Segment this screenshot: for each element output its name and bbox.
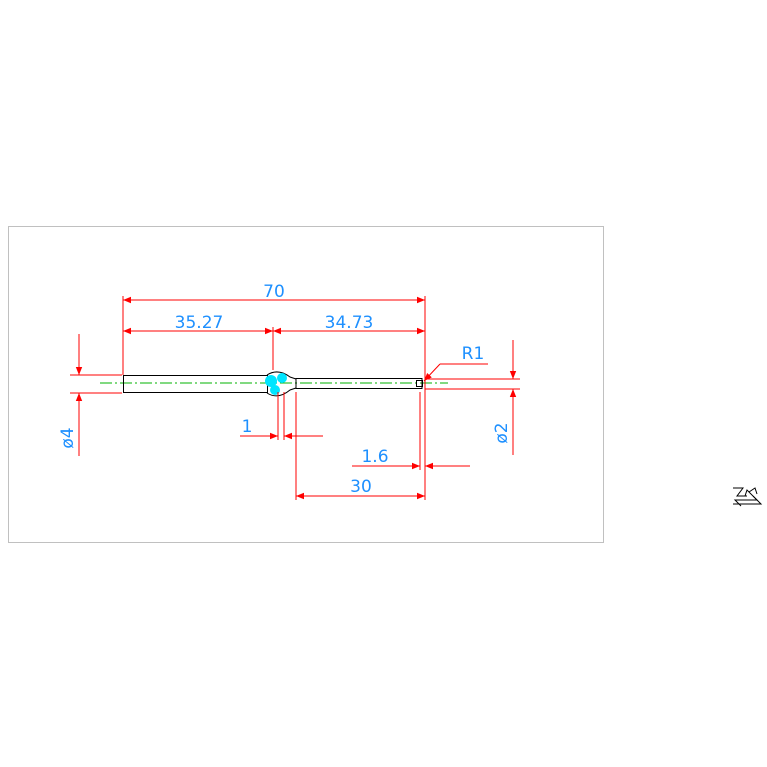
dim-left-diameter: ø4 [58, 427, 78, 448]
dimension-labels: 70 35.27 34.73 R1 1 1.6 30 ø4 ø2 [58, 282, 512, 497]
dim-right-diameter: ø2 [492, 422, 512, 443]
dim-overall-length: 70 [263, 282, 285, 302]
left-body [123, 375, 268, 393]
dim-tip-length: 1.6 [361, 447, 388, 467]
dim-section-length: 30 [350, 477, 372, 497]
dim-radius: R1 [462, 344, 485, 364]
dimension-lines [70, 296, 520, 500]
dim-left-length: 35.27 [175, 313, 224, 333]
viewport-frame [8, 226, 604, 543]
ucs-icon [733, 487, 763, 507]
dim-gap: 1 [242, 417, 253, 437]
dim-right-length: 34.73 [325, 313, 374, 333]
joint-markers [265, 373, 287, 395]
